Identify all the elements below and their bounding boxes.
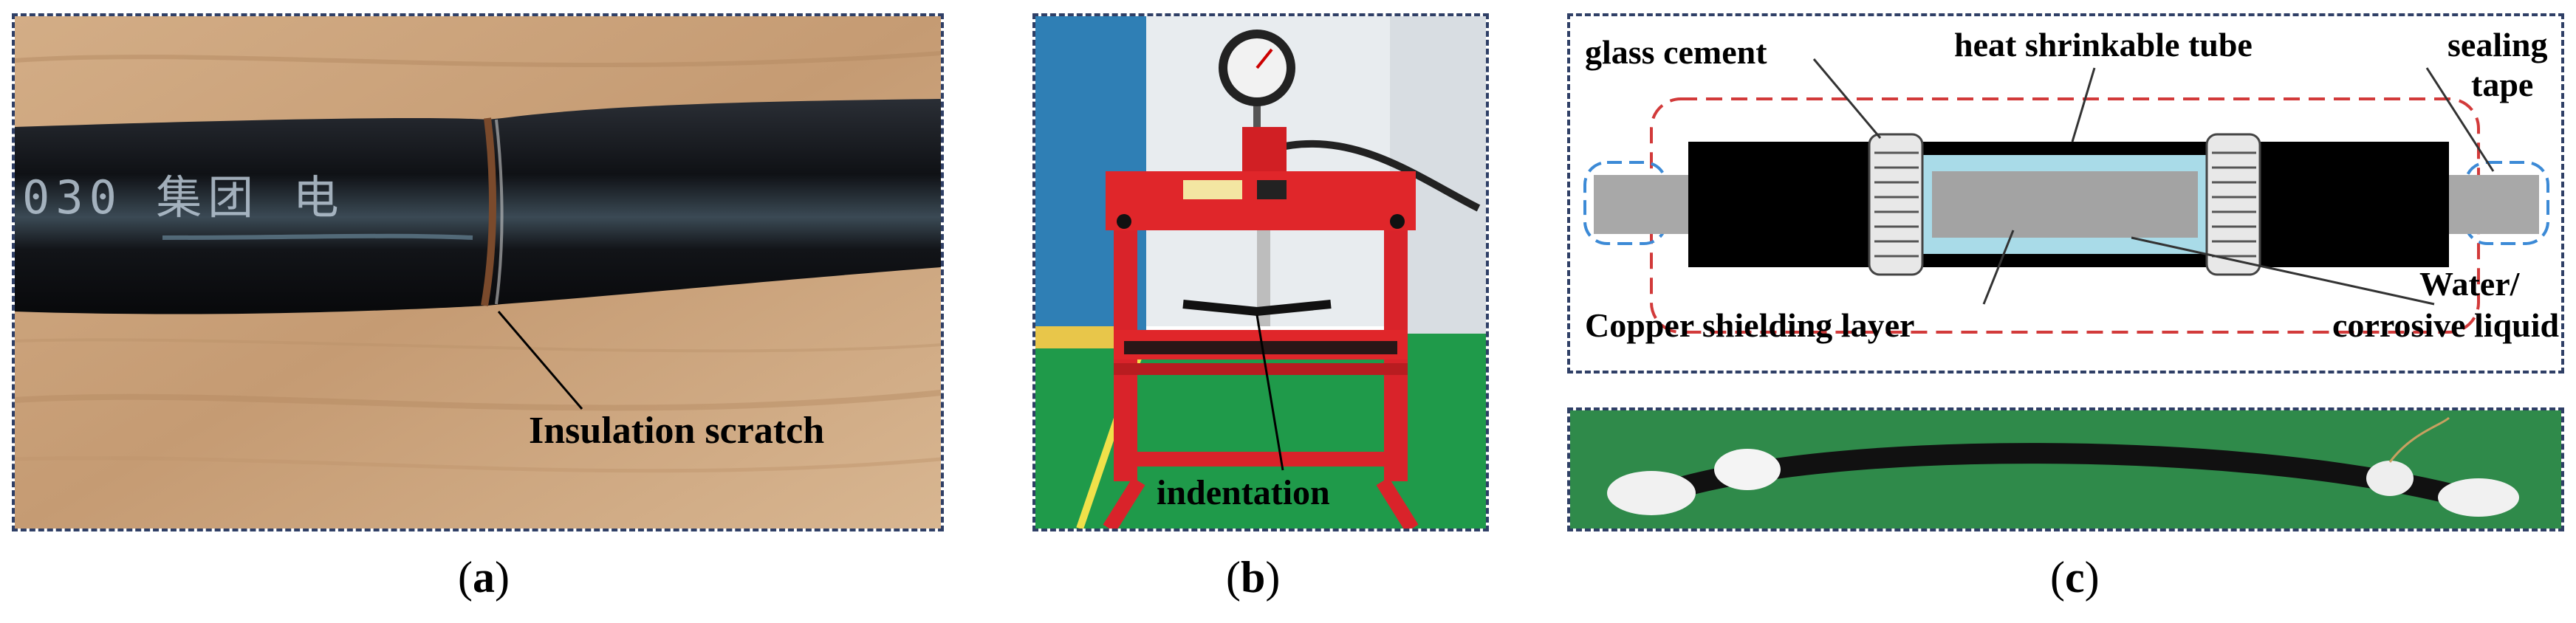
callout-leader-line [497,311,583,410]
tape-label: tape [2471,66,2534,103]
sealing-label: sealing [2447,26,2548,63]
insulation-scratch-label: Insulation scratch [529,410,825,452]
hydraulic-press-illustration [1035,16,1486,529]
copper-shielding-layer-label: Copper shielding layer [1585,306,1915,344]
caption-c: (c) [2050,553,2100,602]
caption-a: (a) [458,553,510,602]
cable-printed-text: 030 集团 电 [22,171,345,224]
glass-cement-right [2205,133,2261,276]
photo-sealed-cable-sample [1567,407,2564,531]
sample-structure-diagram [1583,58,2549,334]
indentation-label: indentation [1157,473,1330,512]
sealed-cable-sample-illustration [1570,410,2561,529]
corrosive-liquid-label: corrosive liquid [2332,306,2560,344]
cable-on-wood-illustration [15,16,941,529]
caption-b: (b) [1226,553,1281,602]
glass-cement-label: glass cement [1585,33,1767,71]
heat-shrinkable-tube-label: heat shrinkable tube [1954,26,2253,63]
glass-cement-left [1868,133,1924,276]
photo-insulation-scratch: 030 集团 电 Insulation scratch [12,13,944,531]
photo-hydraulic-press: indentation [1032,13,1489,531]
schematic-sealed-cable-sample: glass cement heat shrinkable tube sealin… [1567,13,2564,374]
water-label: Water/ [2419,265,2520,303]
